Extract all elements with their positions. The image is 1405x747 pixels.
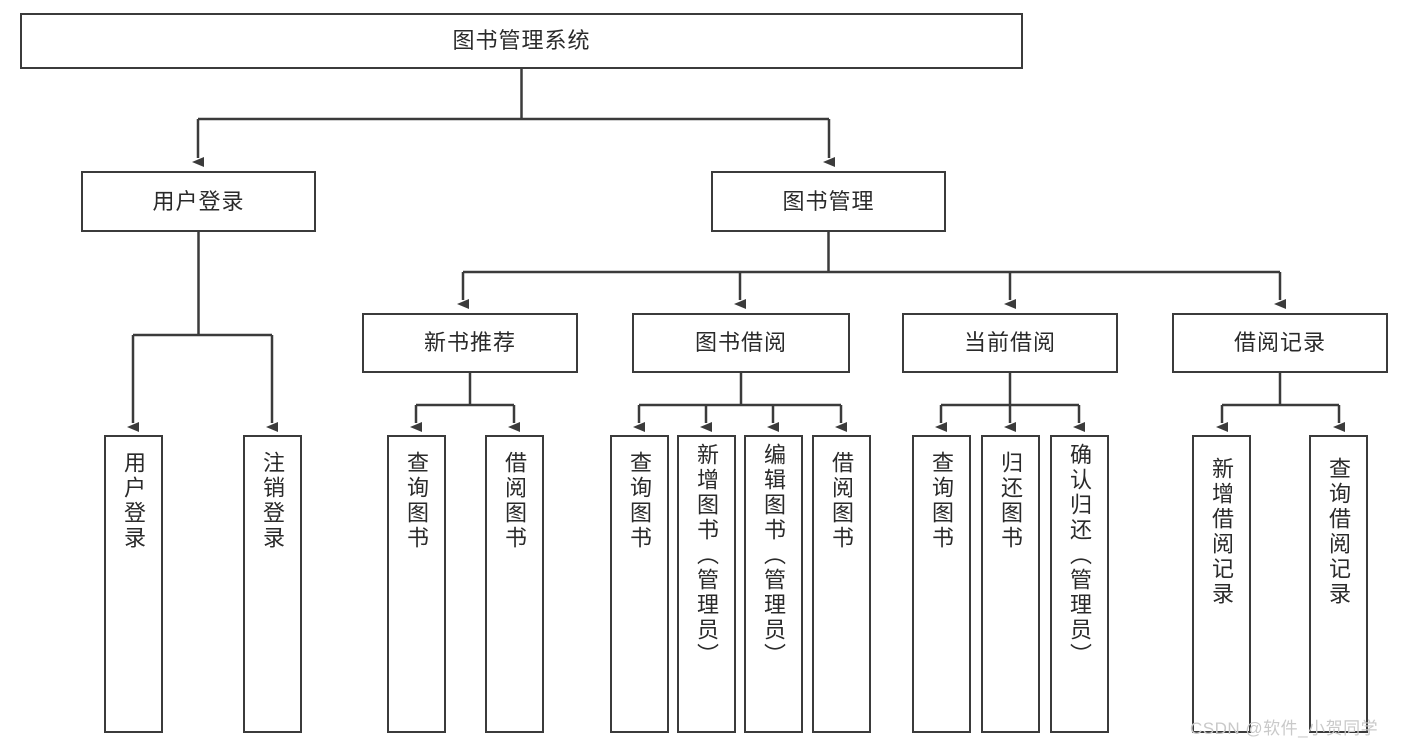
node-root-system[interactable]: 图书管理系统 — [20, 13, 1023, 69]
leaf-book-borrow-edit-label: 编辑图书（管理员） — [761, 443, 787, 668]
leaf-book-borrow-add-label: 新增图书（管理员） — [694, 443, 720, 668]
leaf-current-borrow-return-label: 归还图书 — [998, 451, 1024, 551]
leaf-current-borrow-query-label: 查询图书 — [929, 451, 955, 551]
leaf-user-login-logout-label: 注销登录 — [260, 451, 286, 551]
leaf-book-borrow-borrow-label: 借阅图书 — [829, 451, 855, 551]
leaf-book-borrow-query[interactable]: 查询图书 — [610, 435, 669, 733]
leaf-borrow-record-add[interactable]: 新增借阅记录 — [1192, 435, 1251, 733]
node-root-system-label: 图书管理系统 — [452, 28, 591, 54]
leaf-book-borrow-borrow[interactable]: 借阅图书 — [812, 435, 871, 733]
leaf-borrow-record-add-label: 新增借阅记录 — [1209, 457, 1235, 607]
leaf-user-login-login-label: 用户登录 — [121, 451, 147, 551]
leaf-new-book-query[interactable]: 查询图书 — [387, 435, 446, 733]
node-borrow-record-label: 借阅记录 — [1233, 330, 1326, 356]
node-user-login-label: 用户登录 — [152, 188, 245, 214]
csdn-watermark: CSDN @软件_小贺同学 — [1190, 719, 1379, 738]
leaf-book-borrow-query-label: 查询图书 — [627, 451, 653, 551]
node-book-borrow[interactable]: 图书借阅 — [632, 313, 850, 373]
leaf-new-book-query-label: 查询图书 — [404, 451, 430, 551]
leaf-borrow-record-query[interactable]: 查询借阅记录 — [1309, 435, 1368, 733]
node-book-management-label: 图书管理 — [782, 188, 875, 214]
leaf-borrow-record-query-label: 查询借阅记录 — [1326, 457, 1352, 607]
leaf-current-borrow-confirm[interactable]: 确认归还（管理员） — [1050, 435, 1109, 733]
leaf-new-book-borrow[interactable]: 借阅图书 — [485, 435, 544, 733]
leaf-current-borrow-confirm-label: 确认归还（管理员） — [1067, 443, 1093, 668]
node-current-borrow-label: 当前借阅 — [963, 330, 1056, 356]
leaf-current-borrow-return[interactable]: 归还图书 — [981, 435, 1040, 733]
node-borrow-record[interactable]: 借阅记录 — [1172, 313, 1388, 373]
node-user-login[interactable]: 用户登录 — [81, 171, 316, 232]
node-new-book-recommend-label: 新书推荐 — [423, 330, 516, 356]
node-new-book-recommend[interactable]: 新书推荐 — [362, 313, 578, 373]
node-book-management[interactable]: 图书管理 — [711, 171, 946, 232]
leaf-user-login-login[interactable]: 用户登录 — [104, 435, 163, 733]
leaf-user-login-logout[interactable]: 注销登录 — [243, 435, 302, 733]
node-book-borrow-label: 图书借阅 — [694, 330, 787, 356]
leaf-new-book-borrow-label: 借阅图书 — [502, 451, 528, 551]
leaf-book-borrow-edit[interactable]: 编辑图书（管理员） — [744, 435, 803, 733]
leaf-current-borrow-query[interactable]: 查询图书 — [912, 435, 971, 733]
node-current-borrow[interactable]: 当前借阅 — [902, 313, 1118, 373]
leaf-book-borrow-add[interactable]: 新增图书（管理员） — [677, 435, 736, 733]
